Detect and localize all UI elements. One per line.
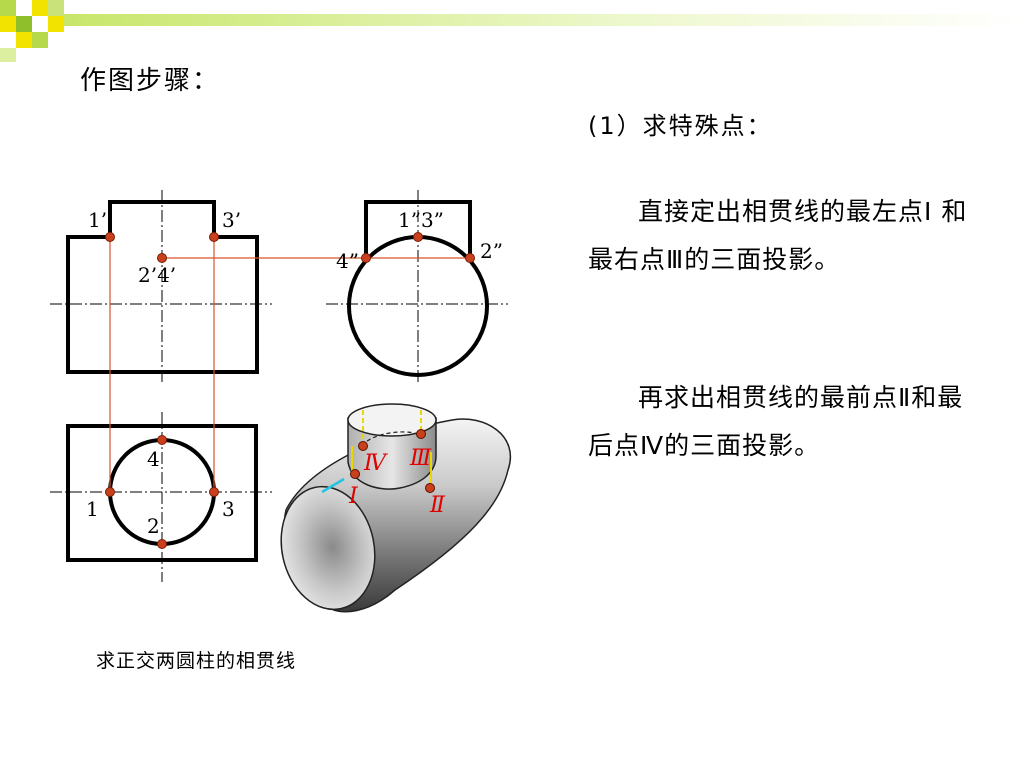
- cyan-marker: [321, 477, 345, 494]
- iso-label-2: Ⅱ: [429, 493, 446, 518]
- iso-label-1: Ⅰ: [348, 484, 359, 509]
- iso-point-4: [358, 441, 368, 451]
- iso-label-4: Ⅳ: [363, 451, 388, 476]
- label-4-side: 4”: [336, 249, 359, 273]
- section-heading: (1）求特殊点：: [588, 112, 773, 140]
- label-4-top: 4: [147, 447, 160, 471]
- point-4-top: [157, 435, 167, 445]
- label-2-top: 2: [147, 514, 160, 538]
- point-2-side: [465, 253, 475, 263]
- iso-point-2: [425, 483, 435, 493]
- label-3-front: 3’: [222, 208, 241, 232]
- side-view-axes: [326, 190, 508, 385]
- paragraph-front-back: 再求出相贯线的最前点Ⅱ和最后点Ⅳ的三面投影。: [588, 383, 964, 460]
- point-3-top: [209, 487, 219, 497]
- top-view-rectangle: [66, 424, 258, 562]
- point-2-top: [157, 539, 167, 549]
- main-cylinder-end-cap: [280, 485, 376, 611]
- iso-label-3: Ⅲ: [409, 446, 432, 471]
- label-2-side: 2”: [480, 239, 503, 263]
- paragraph-leftmost-rightmost: 直接定出相贯线的最左点Ⅰ 和最右点Ⅲ的三面投影。: [588, 197, 968, 274]
- small-cylinder-opening: [347, 403, 437, 437]
- point-24-front: [157, 253, 167, 263]
- front-view-outline: [66, 200, 259, 374]
- label-1-top: 1: [86, 497, 99, 521]
- figure-caption: 求正交两圆柱的相贯线: [96, 650, 297, 672]
- iso-point-3: [416, 429, 426, 439]
- header-decoration: [0, 0, 1024, 62]
- steps-title: 作图步骤：: [80, 66, 221, 96]
- label-1-front: 1’: [88, 208, 107, 232]
- projection-points: [105, 232, 475, 549]
- point-1-top: [105, 487, 115, 497]
- label-3-top: 3: [222, 497, 235, 521]
- iso-point-1: [350, 469, 360, 479]
- label-24-front: 2’4’: [138, 263, 176, 287]
- point-3-front: [209, 232, 219, 242]
- point-4-side: [361, 253, 371, 263]
- side-view-top-profile: [364, 200, 472, 258]
- point-1-front: [105, 232, 115, 242]
- front-view-axes: [50, 190, 272, 385]
- projection-lines: [109, 237, 470, 492]
- isometric-cylinders: Ⅰ Ⅱ Ⅲ Ⅳ: [280, 403, 511, 613]
- label-13-side: 1”3”: [398, 208, 444, 232]
- front-view: [50, 190, 272, 385]
- point-13-side: [413, 232, 423, 242]
